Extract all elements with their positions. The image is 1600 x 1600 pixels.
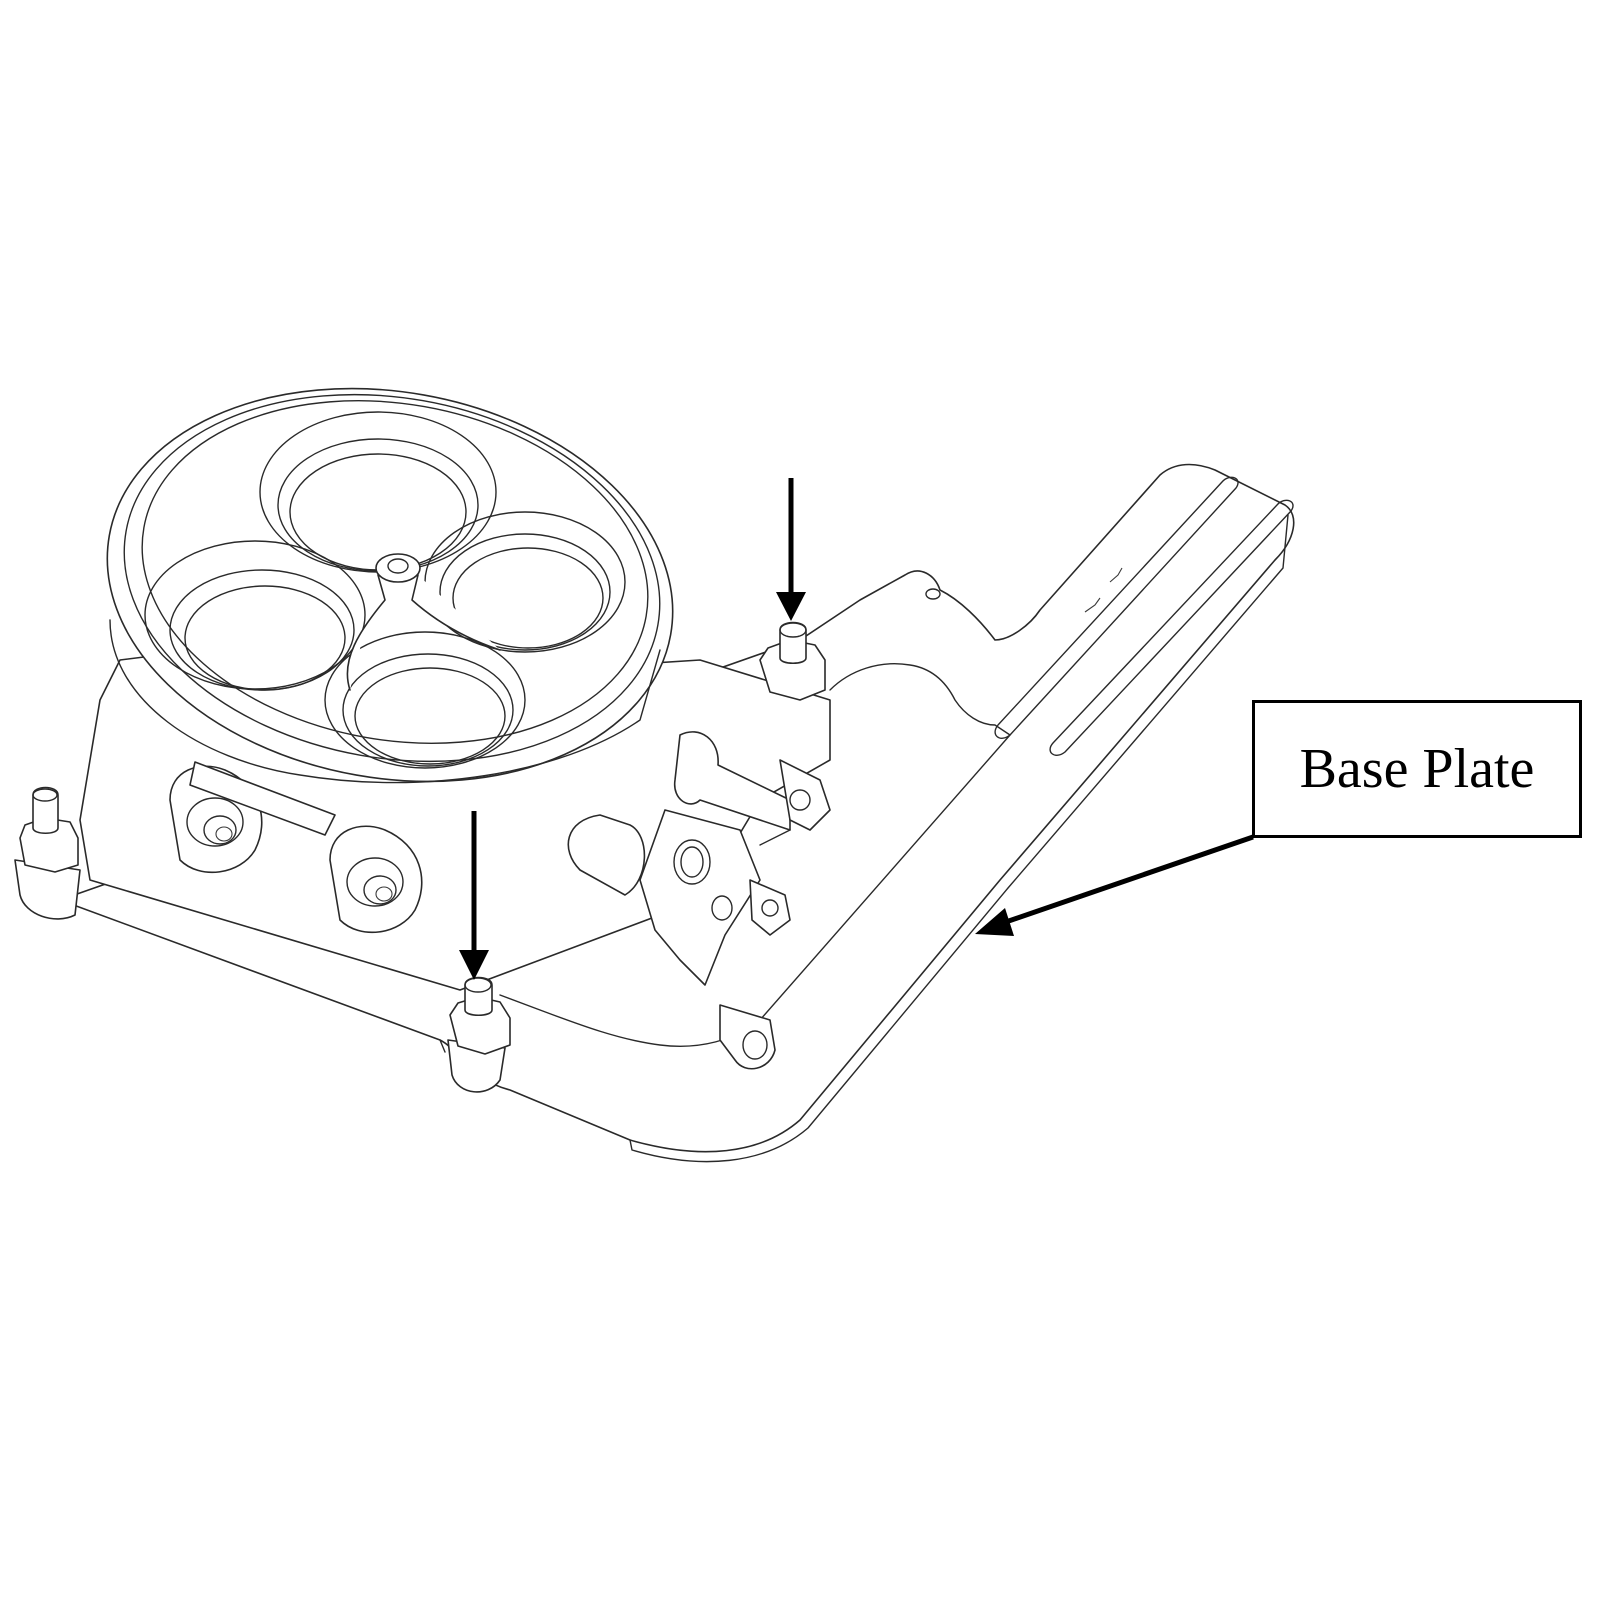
stud-front: [447, 976, 511, 1093]
stud-rear-right: [759, 621, 826, 701]
bore-front: [324, 631, 526, 769]
center-post: [346, 553, 501, 691]
stud-arrow-front: [459, 811, 489, 980]
base-plate-leader-arrow: [975, 834, 1254, 936]
base-plate-callout-box: Base Plate: [1252, 700, 1582, 838]
throttle-linkage: [567, 731, 831, 1070]
stud-arrow-rear: [776, 478, 806, 621]
stud-left: [14, 786, 81, 920]
bore-left: [144, 540, 366, 691]
base-plate-label: Base Plate: [1299, 738, 1535, 800]
throttle-body: [79, 387, 831, 1070]
fuel-fitting-boss-right: [329, 825, 423, 934]
